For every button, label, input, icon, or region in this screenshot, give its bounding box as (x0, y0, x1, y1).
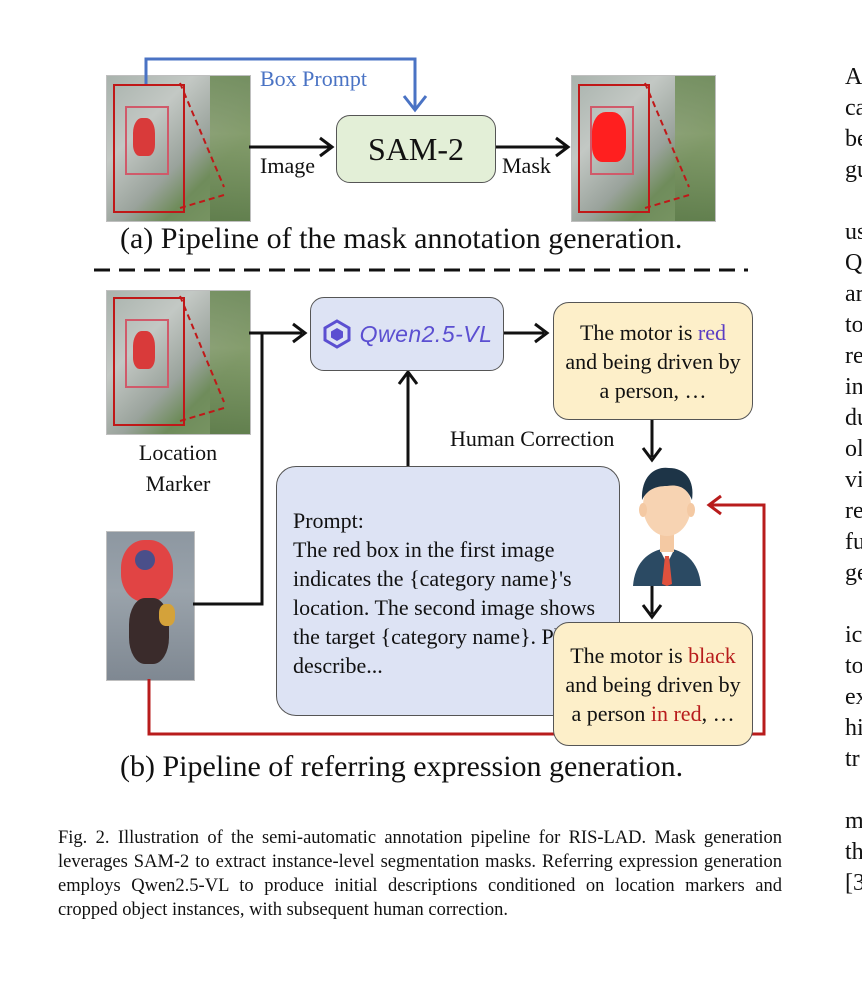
text-fragment: ic (845, 622, 862, 648)
initial-color-red: red (697, 319, 727, 345)
right-column-text: A ca be gu us Q ar to re in du ol vi re … (845, 62, 862, 899)
human-annotator-icon (633, 467, 701, 586)
target-inner-box (590, 106, 634, 175)
text-fragment: Q (845, 250, 862, 276)
motorbike-rider (133, 331, 155, 369)
panel-separator (94, 268, 748, 272)
text-fragment: A (845, 64, 862, 90)
human-correction-label: Human Correction (450, 426, 615, 451)
corrected-description-text: The motor is black and being driven by a… (559, 641, 747, 728)
aerial-mask-image (571, 75, 716, 222)
text-fragment: re (845, 498, 862, 524)
text-fragment: vi (845, 467, 862, 493)
text-fragment: ar (845, 281, 862, 307)
initial-description-part: and being driven by a person, … (565, 348, 741, 403)
text-fragment: [3 (845, 870, 862, 896)
corrected-in-red: in red (650, 700, 702, 726)
rider-helmet (135, 550, 155, 570)
corrected-description-part: and being driven by a person (565, 671, 741, 726)
mask-label: Mask (502, 153, 551, 178)
text-fragment: to (845, 312, 862, 338)
corrected-color-black: black (688, 642, 736, 668)
location-box (113, 297, 185, 426)
panel-b-caption: (b) Pipeline of referring expression gen… (120, 750, 684, 783)
text-fragment: ca (845, 95, 862, 121)
text-fragment: gu (845, 157, 862, 183)
text-fragment: th (845, 839, 862, 865)
qwen-node: Qwen2.5-VL (310, 297, 504, 371)
zoom-dashes-a (179, 82, 225, 209)
text-fragment: re (845, 343, 862, 369)
corrected-description-part: , … (701, 700, 735, 726)
image-label: Image (260, 153, 315, 178)
figure-caption: Fig. 2. Illustration of the semi-automat… (58, 828, 782, 920)
panel-a-caption: (a) Pipeline of the mask annotation gene… (120, 222, 683, 255)
segmentation-mask (592, 112, 626, 162)
corrected-description-part: The motor is (570, 642, 689, 668)
target-inner-box (125, 106, 169, 175)
text-fragment (845, 589, 862, 620)
zoom-dashes-b (179, 295, 225, 422)
box-prompt-arrow (144, 57, 571, 158)
cropped-instance-image (106, 531, 195, 681)
text-fragment (845, 775, 862, 806)
initial-description-node: The motor is red and being driven by a p… (553, 302, 753, 420)
text-fragment: fu (845, 529, 862, 555)
sam2-node: SAM-2 (336, 115, 496, 183)
motorcycle-light (159, 604, 175, 626)
box-prompt-label: Box Prompt (260, 66, 367, 91)
location-marker-image (106, 290, 251, 435)
location-box (578, 84, 650, 213)
target-inner-box (125, 319, 169, 388)
text-fragment: hi (845, 715, 862, 741)
initial-description-text: The motor is red and being driven by a p… (564, 318, 742, 405)
corrected-description-node: The motor is black and being driven by a… (553, 622, 753, 746)
qwen-label: Qwen2.5-VL (359, 320, 493, 347)
text-fragment: be (845, 126, 862, 152)
initial-description-part: The motor is (579, 319, 698, 345)
text-fragment: m (845, 808, 862, 834)
qwen-logo-icon (323, 319, 351, 349)
text-fragment (845, 186, 862, 217)
prompt-text: Prompt: The red box in the first image i… (293, 508, 598, 678)
text-fragment: tr (845, 746, 860, 772)
zoom-dashes-a2 (644, 82, 690, 209)
aerial-input-image (106, 75, 251, 222)
text-fragment: ex (845, 684, 862, 710)
text-fragment: us (845, 219, 862, 245)
text-fragment: ol (845, 436, 862, 462)
text-fragment: in (845, 374, 862, 400)
location-box (113, 84, 185, 213)
sam2-label: SAM-2 (367, 130, 464, 167)
text-fragment: du (845, 405, 862, 431)
location-marker-label: Location Marker (138, 440, 218, 496)
motorbike-rider (133, 118, 155, 156)
text-fragment: to (845, 653, 862, 679)
text-fragment: ge (845, 560, 862, 586)
